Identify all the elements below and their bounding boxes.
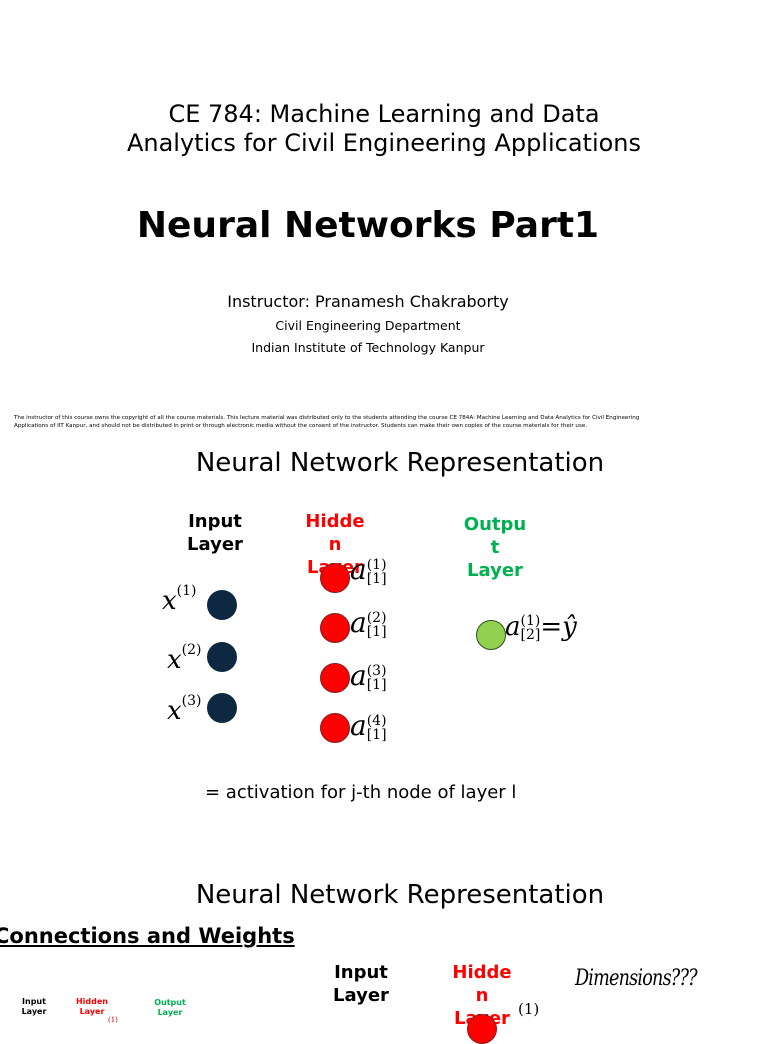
copyright-line1: The instructor of this course owns the c… xyxy=(14,415,640,421)
input-node-1 xyxy=(207,590,237,620)
hidden-node-3 xyxy=(320,663,350,693)
activation-note: = activation for j-th node of layer l xyxy=(205,782,517,803)
tiny-hidden-layer-label: Hidden Layer xyxy=(70,997,114,1017)
input-layer-label-line1: Input xyxy=(188,511,242,532)
input-node-3 xyxy=(207,693,237,723)
input-layer-label-2-line2: Layer xyxy=(333,985,389,1006)
section-title-representation: Neural Network Representation xyxy=(195,448,605,478)
output-layer-label-line3: Layer xyxy=(467,560,523,581)
tiny-input-layer-label: Input Layer xyxy=(14,997,54,1017)
input-var-2-base: x xyxy=(167,645,182,675)
input-var-1-base: x xyxy=(162,586,177,616)
hidden-var-4-sub: [1] xyxy=(366,726,387,743)
instructor-name: Instructor: Pranamesh Chakraborty xyxy=(227,292,509,311)
hidden-var-3-base: a xyxy=(350,659,367,692)
section-title-connections: Neural Network Representation xyxy=(195,880,605,910)
output-var-sup: (1) xyxy=(520,613,541,629)
copyright-notice: The instructor of this course owns the c… xyxy=(14,414,744,430)
copyright-line2: Applications of IIT Kanpur, and should n… xyxy=(14,423,588,429)
department-name: Civil Engineering Department xyxy=(275,318,461,333)
course-title: CE 784: Machine Learning and Data Analyt… xyxy=(60,100,708,158)
tiny-input-line2: Layer xyxy=(21,1007,47,1016)
input-var-3-base: x xyxy=(167,696,182,726)
input-layer-label-line2: Layer xyxy=(187,534,243,555)
hidden-var-2: a(2)[1] xyxy=(350,605,387,641)
hidden-var-1-base: a xyxy=(350,553,367,586)
input-var-1: x(1) xyxy=(162,584,197,616)
output-layer-label-line2: t xyxy=(490,537,500,558)
hidden-node-4 xyxy=(320,713,350,743)
tiny-input-line1: Input xyxy=(22,997,46,1006)
hidden-layer-label-2-line2: n xyxy=(475,985,489,1006)
output-var-base: a xyxy=(505,612,521,642)
hidden-var-4-base: a xyxy=(350,709,367,742)
hidden-node-1 xyxy=(320,563,350,593)
tiny-output-line1: Output xyxy=(154,998,186,1007)
hidden-var-3: a(3)[1] xyxy=(350,658,387,694)
main-title: Neural Networks Part1 xyxy=(136,205,600,246)
input-layer-label: Input Layer xyxy=(170,510,260,556)
input-node-2 xyxy=(207,642,237,672)
course-title-line1: CE 784: Machine Learning and Data xyxy=(168,100,600,128)
tiny-output-layer-label: Output Layer xyxy=(148,998,192,1018)
hidden-layer-label-2-line1: Hidde xyxy=(452,962,512,983)
hidden-node-partial xyxy=(467,1014,497,1044)
output-layer-label: Outpu t Layer xyxy=(450,513,540,582)
input-layer-label-2-line1: Input xyxy=(334,962,388,983)
hidden-var-3-sup: (3) xyxy=(366,662,387,679)
course-title-line2: Analytics for Civil Engineering Applicat… xyxy=(126,129,642,157)
tiny-hidden-line1: Hidden xyxy=(75,997,108,1006)
input-var-3-sup: (3) xyxy=(181,693,202,709)
hidden-node-2 xyxy=(320,613,350,643)
tiny-hidden-line2: Layer xyxy=(79,1007,105,1016)
connections-weights-heading: Connections and Weights xyxy=(0,924,295,948)
hidden-var-1-sub: [1] xyxy=(366,570,387,587)
output-var: a(1)[2]=ŷ xyxy=(505,609,577,645)
hidden-var-1: a(1)[1] xyxy=(350,552,387,588)
input-layer-label-2: Input Layer xyxy=(316,961,406,1007)
tiny-hidden-sup: (1) xyxy=(108,1016,118,1024)
hidden-var-3-sub: [1] xyxy=(366,676,387,693)
hidden-sup-partial: (1) xyxy=(518,1000,540,1018)
institute-name: Indian Institute of Technology Kanpur xyxy=(251,340,485,355)
hidden-var-2-base: a xyxy=(350,606,367,639)
input-var-2-sup: (2) xyxy=(181,642,202,658)
hidden-var-2-sub: [1] xyxy=(366,623,387,640)
tiny-output-line2: Layer xyxy=(157,1008,183,1017)
input-var-2: x(2) xyxy=(167,643,202,675)
output-layer-label-line1: Outpu xyxy=(463,514,527,535)
hidden-var-1-sup: (1) xyxy=(366,556,387,573)
input-var-3: x(3) xyxy=(167,694,202,726)
dimensions-note: Dimensions??? xyxy=(575,966,698,991)
output-var-sub: [2] xyxy=(520,627,541,643)
input-var-1-sup: (1) xyxy=(176,583,197,599)
hidden-var-2-sup: (2) xyxy=(366,609,387,626)
hidden-var-4-sup: (4) xyxy=(366,712,387,729)
output-var-rhs: =ŷ xyxy=(540,612,577,642)
hidden-layer-label-line2: n xyxy=(328,534,342,555)
hidden-var-4: a(4)[1] xyxy=(350,708,387,744)
hidden-layer-label-line1: Hidde xyxy=(305,511,365,532)
output-node xyxy=(476,620,506,650)
